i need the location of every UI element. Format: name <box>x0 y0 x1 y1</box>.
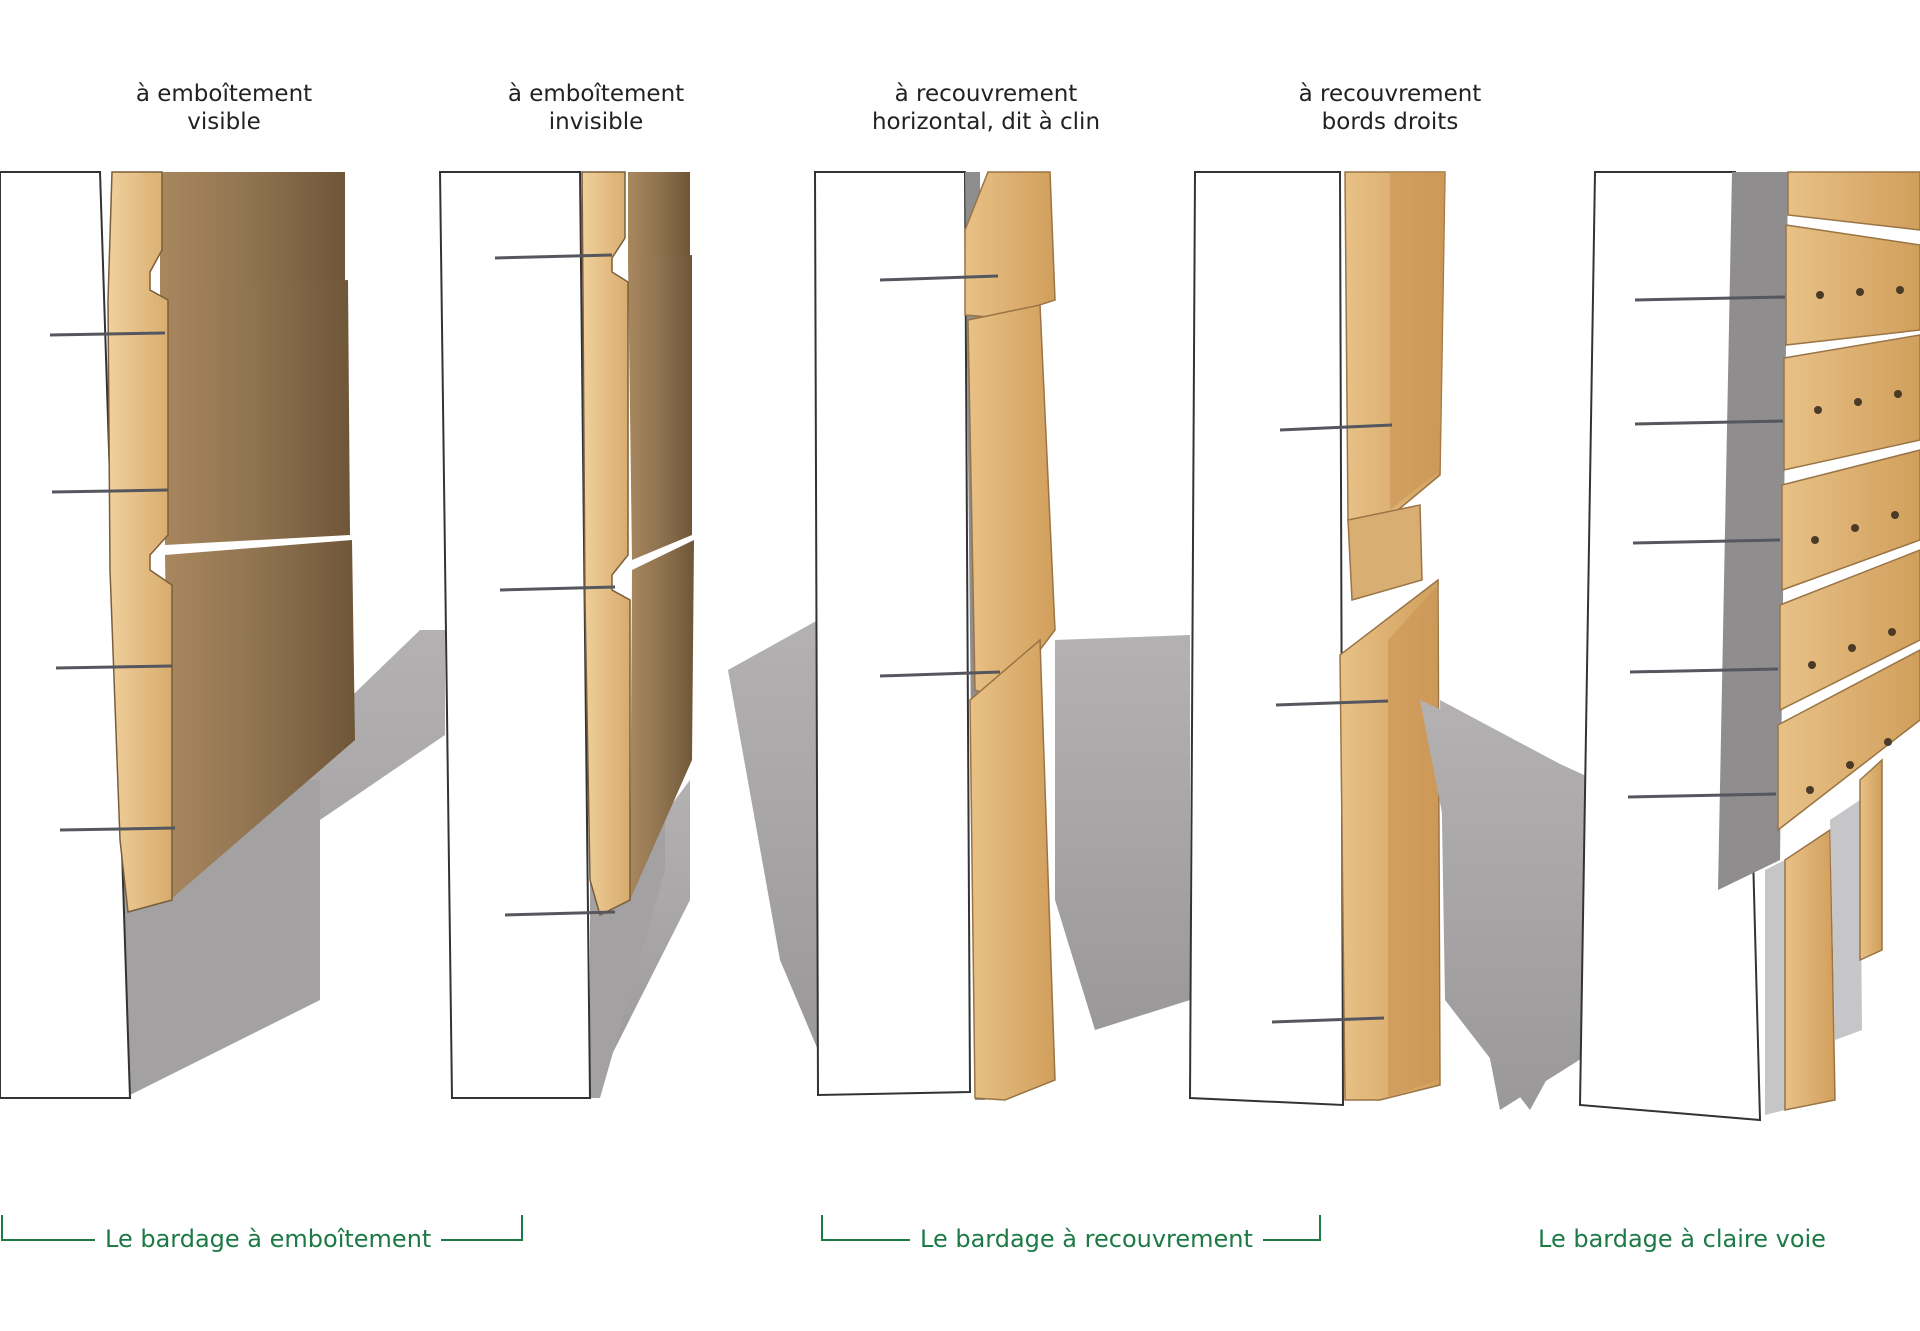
nails <box>494 253 616 917</box>
nails <box>49 331 176 832</box>
group-label-claire-voie: Le bardage à claire voie <box>1528 1225 1836 1253</box>
slats <box>1777 171 1920 832</box>
battens-below <box>1765 758 1883 1115</box>
title-line-2: visible <box>187 109 261 135</box>
panel-emboitement-invisible <box>438 171 694 1099</box>
screw-heads <box>1806 286 1904 794</box>
cast-shadow <box>1420 700 1595 1110</box>
panel-emboitement-visible <box>0 171 445 1099</box>
title-line-2: horizontal, dit à clin <box>871 109 1101 135</box>
wall-section <box>813 171 972 1097</box>
board-middle-recess <box>1347 504 1423 601</box>
title-line-1: à emboîtement <box>507 81 685 107</box>
title-line-2: invisible <box>548 109 644 135</box>
title-line-1: à emboîtement <box>135 81 313 107</box>
board-face-mid <box>160 280 350 545</box>
clapboard-lower <box>969 638 1056 1101</box>
cast-shadow-right <box>1055 635 1190 1030</box>
nails <box>1271 423 1393 1024</box>
board-profile-edge <box>107 171 173 913</box>
board-face-lower <box>165 540 355 900</box>
group-label-emboitement: Le bardage à emboîtement <box>95 1225 442 1253</box>
cast-shadow-left <box>728 620 818 1050</box>
title-line-1: à recouvrement <box>1298 81 1482 107</box>
clapboard-mid <box>967 304 1056 701</box>
nails <box>1627 295 1786 799</box>
title-recouvrement-clin: à recouvrement horizontal, dit à clin <box>826 80 1146 136</box>
board-upper-face <box>1390 172 1445 510</box>
board-face-lower <box>630 540 694 900</box>
wall-section <box>1188 171 1345 1107</box>
board-profile-edge <box>581 171 631 917</box>
wall-section <box>1578 171 1762 1122</box>
board-face-upper <box>628 172 690 262</box>
wall-section <box>438 171 592 1099</box>
title-recouvrement-bords-droits: à recouvrement bords droits <box>1230 80 1550 136</box>
board-face-mid <box>628 255 692 560</box>
nails <box>879 274 1001 678</box>
title-line-2: bords droits <box>1321 109 1459 135</box>
group-label-recouvrement: Le bardage à recouvrement <box>910 1225 1263 1253</box>
panel-claire-voie <box>1420 171 1920 1122</box>
panel-recouvrement-bords-droits <box>1188 171 1590 1110</box>
panel-recouvrement-clin <box>728 171 1190 1101</box>
battens-shadow-face <box>1718 172 1788 890</box>
board-lower-face <box>1388 585 1438 1098</box>
title-emboitement-invisible: à emboîtement invisible <box>436 80 756 136</box>
wall-section <box>0 171 132 1099</box>
title-line-1: à recouvrement <box>894 81 1078 107</box>
title-emboitement-visible: à emboîtement visible <box>64 80 384 136</box>
